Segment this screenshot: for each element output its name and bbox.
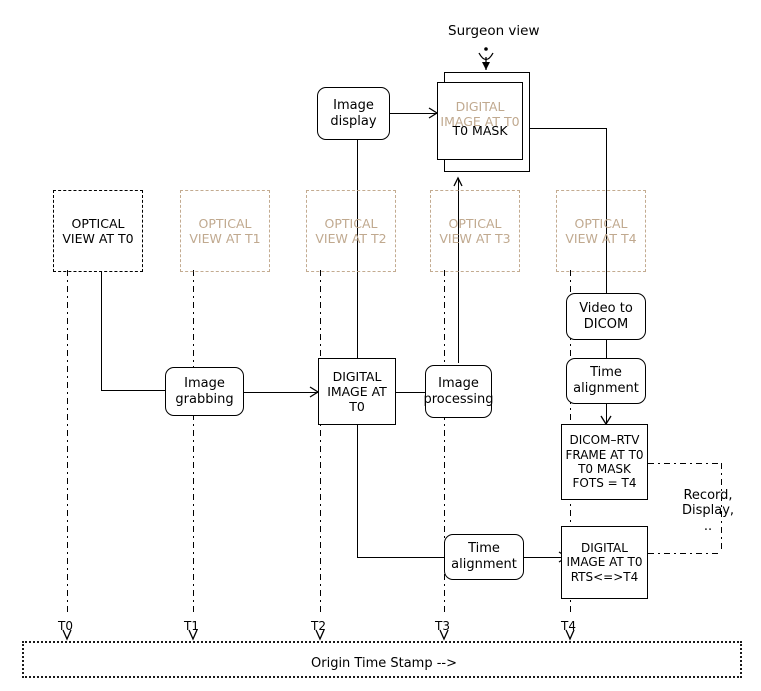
time-mark-t1: T1 (184, 619, 199, 633)
optical-view-t2: OPTICAL VIEW AT T2 (306, 190, 396, 272)
record-bracket-top (648, 463, 722, 465)
optical-view-t1: OPTICAL VIEW AT T1 (180, 190, 270, 272)
optical-view-t4-label: OPTICAL VIEW AT T4 (565, 216, 637, 246)
line-opticalT0-down (101, 272, 103, 390)
surgeon-view-label: Surgeon view (448, 23, 540, 39)
optical-view-t3-label: OPTICAL VIEW AT T3 (439, 216, 511, 246)
node-digital-image-rts-label: DIGITAL IMAGE AT T0 RTS<=>T4 (566, 540, 643, 584)
line-stack-right (530, 128, 607, 130)
surgeon-stack-inner (437, 82, 523, 160)
line-timealign-to-rts (524, 557, 567, 559)
origin-time-stamp-label: Origin Time Stamp --> (311, 656, 458, 671)
line-stack-down-to-video (606, 128, 608, 293)
optical-view-t2-label: OPTICAL VIEW AT T2 (315, 216, 387, 246)
node-digital-image-t0-label: DIGITAL IMAGE AT T0 (327, 369, 387, 414)
line-video-to-timealign (606, 340, 608, 358)
time-mark-t3: T3 (435, 619, 450, 633)
line-display-down (357, 140, 359, 358)
line-opticalT0-to-grabbing (101, 390, 165, 392)
node-image-display-label: Image display (330, 97, 377, 129)
line-processing-up (458, 178, 460, 363)
surgeon-stack-front-label: T0 MASK (452, 123, 508, 138)
node-digital-image-t0: DIGITAL IMAGE AT T0 (318, 358, 396, 425)
node-image-grabbing-label: Image grabbing (175, 375, 234, 407)
record-bracket-right (721, 463, 723, 553)
node-time-alignment-top[interactable]: Time alignment (566, 358, 646, 404)
optical-view-t3: OPTICAL VIEW AT T3 (430, 190, 520, 272)
time-mark-t2: T2 (311, 619, 326, 633)
surgeon-stack-faded-label: DIGITAL IMAGE AT T0 (440, 99, 520, 129)
record-bracket-bottom (648, 553, 722, 555)
record-display-label: Record, Display, .. (681, 488, 735, 534)
node-dicom-rtv-frame-label: DICOM–RTV FRAME AT T0 T0 MASK FOTS = T4 (565, 433, 644, 491)
line-grabbing-to-digital (244, 392, 318, 394)
line-timealign-to-dicomrtv (606, 404, 608, 424)
optical-view-t0-label: OPTICAL VIEW AT T0 (62, 216, 134, 246)
line-digital-to-timealign (357, 557, 444, 559)
timeline-t3 (444, 270, 446, 615)
node-image-display[interactable]: Image display (317, 87, 390, 140)
node-time-alignment-top-label: Time alignment (573, 365, 639, 396)
time-mark-t0: T0 (58, 619, 73, 633)
line-digital-to-processing (396, 392, 425, 394)
optical-view-t1-label: OPTICAL VIEW AT T1 (189, 216, 261, 246)
node-time-alignment-bottom[interactable]: Time alignment (444, 534, 524, 580)
origin-time-stamp-box (22, 641, 742, 678)
node-image-grabbing[interactable]: Image grabbing (165, 367, 244, 416)
node-image-processing[interactable]: Image processing (423, 365, 494, 418)
node-dicom-rtv-frame: DICOM–RTV FRAME AT T0 T0 MASK FOTS = T4 (561, 424, 648, 500)
node-video-to-dicom-label: Video to DICOM (579, 300, 633, 332)
optical-view-t4: OPTICAL VIEW AT T4 (556, 190, 646, 272)
node-time-alignment-bottom-label: Time alignment (451, 541, 517, 572)
timeline-t1 (193, 270, 195, 615)
node-digital-image-rts: DIGITAL IMAGE AT T0 RTS<=>T4 (561, 526, 648, 599)
node-video-to-dicom[interactable]: Video to DICOM (566, 293, 646, 340)
optical-view-t0: OPTICAL VIEW AT T0 (53, 190, 143, 272)
timeline-t2 (320, 270, 322, 615)
line-digital-down (357, 425, 359, 557)
node-image-processing-label: Image processing (423, 375, 494, 407)
time-mark-t4: T4 (561, 619, 576, 633)
timeline-t0 (67, 270, 69, 615)
line-display-to-stack (390, 113, 437, 115)
